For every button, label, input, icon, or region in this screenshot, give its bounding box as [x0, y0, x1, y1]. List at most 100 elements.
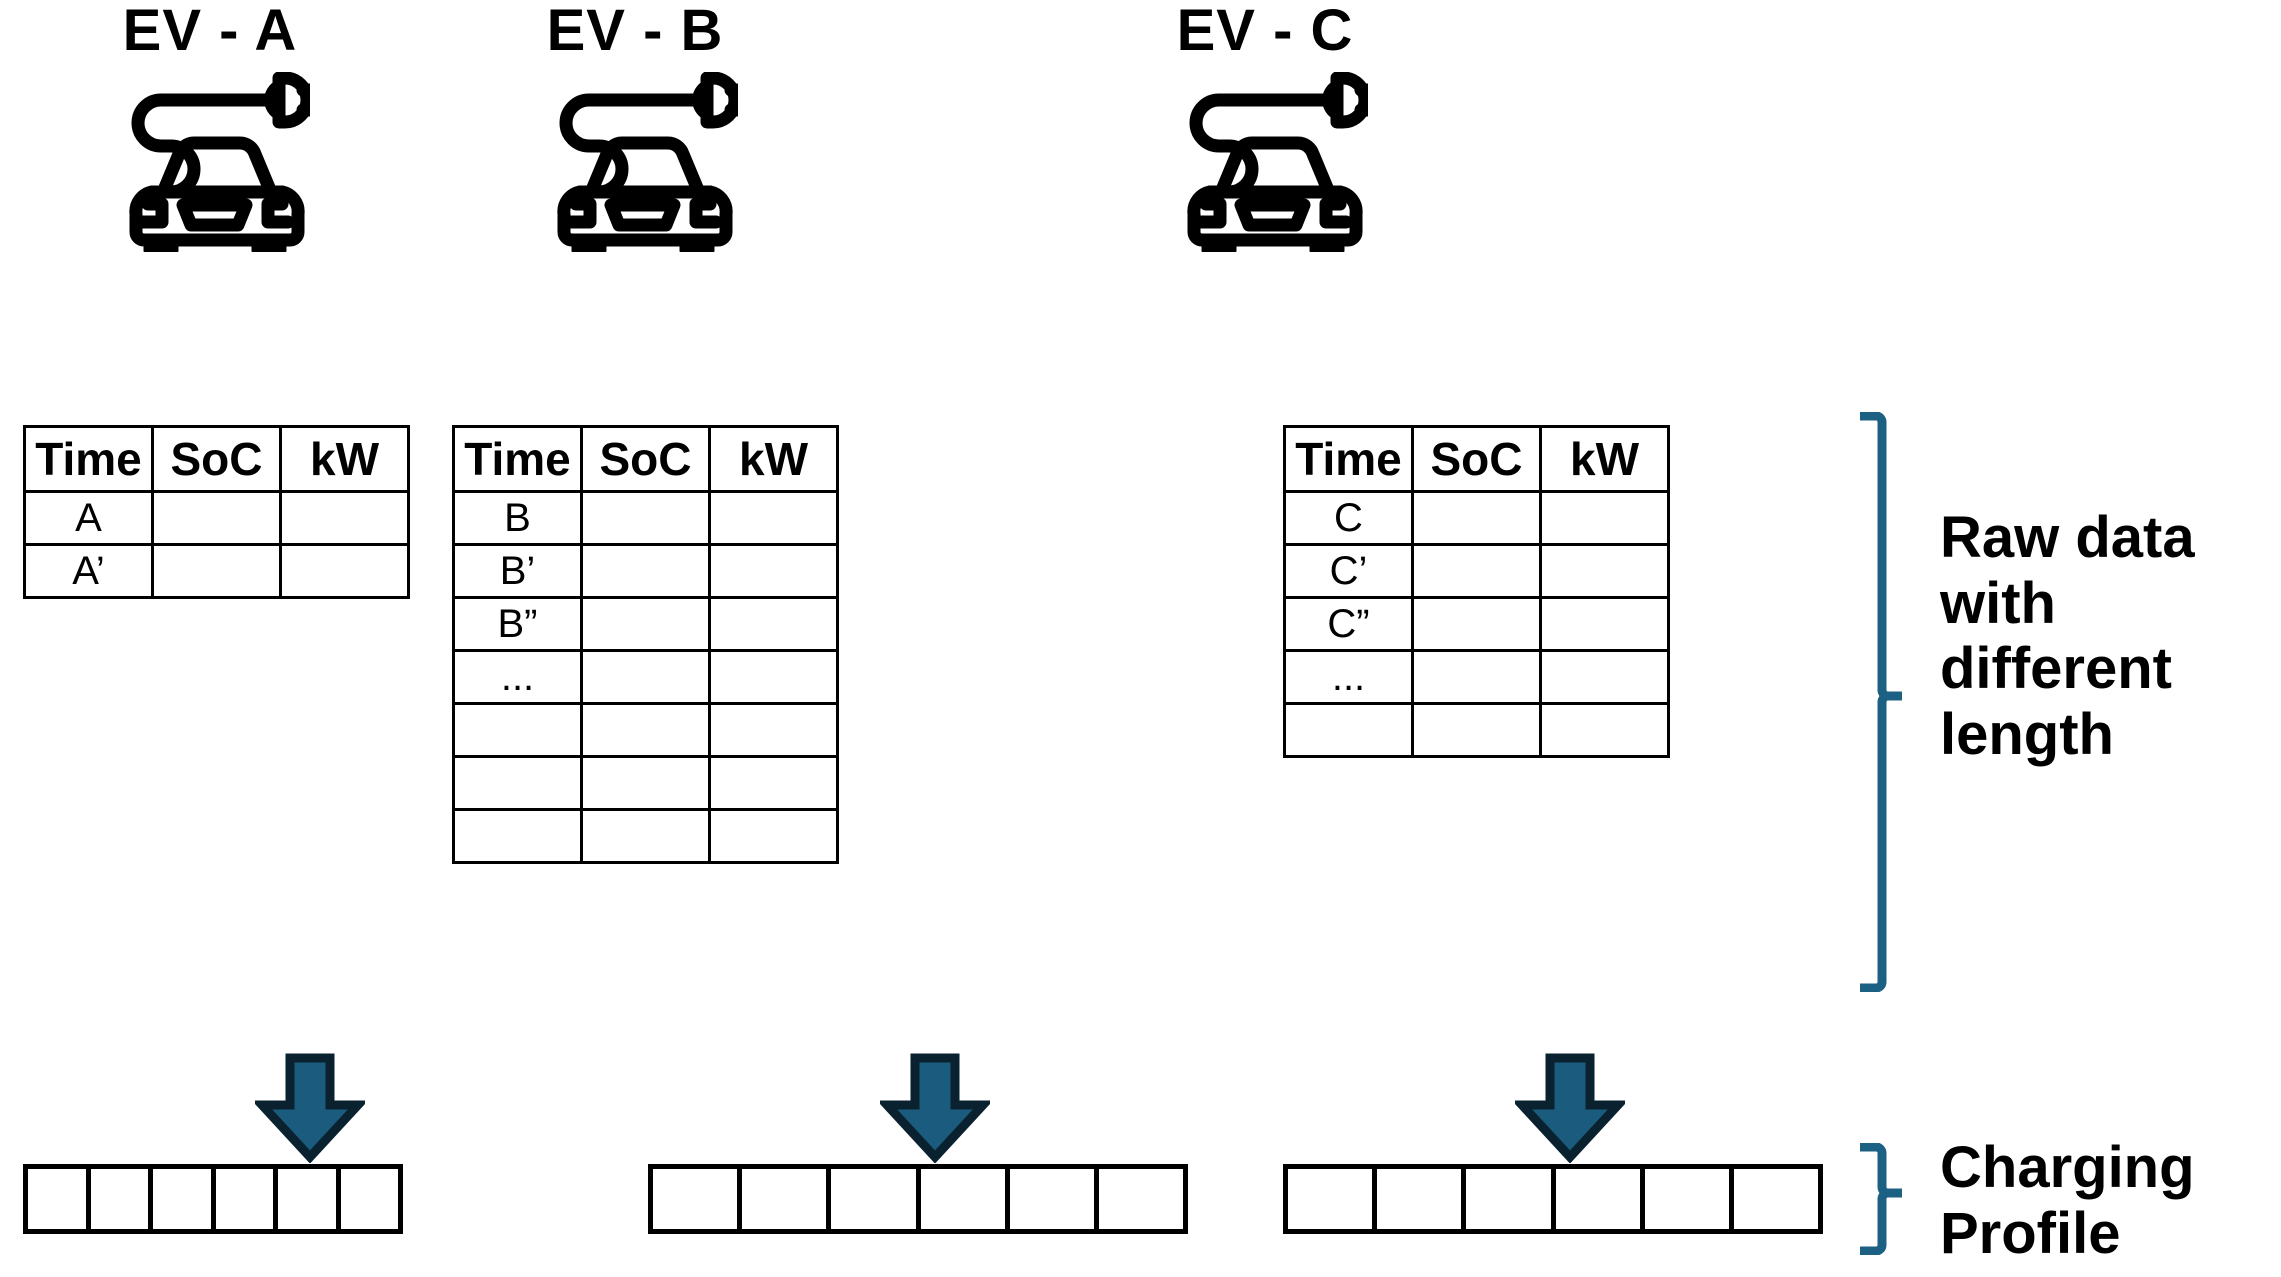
cell-time: A’ — [23, 543, 154, 599]
table-header-row: Time SoC kW — [452, 425, 839, 493]
cell-time: A — [23, 490, 154, 546]
ev-b-raw-table: Time SoC kW B B’ B” ... — [452, 425, 839, 864]
ev-a-raw-table: Time SoC kW A A’ — [23, 425, 410, 599]
profile-cell — [831, 1169, 921, 1229]
profile-cell — [1466, 1169, 1556, 1229]
ev-b-down-arrow — [876, 1053, 994, 1164]
cell-soc — [580, 755, 711, 811]
table-header-row: Time SoC kW — [1283, 425, 1670, 493]
cell-soc — [1411, 596, 1542, 652]
profile-cell — [921, 1169, 1010, 1229]
ev-c-raw-table: Time SoC kW C C’ C” ... — [1283, 425, 1670, 758]
table-row: C’ — [1283, 543, 1670, 599]
cell-kw — [708, 596, 839, 652]
charging-profile-bracket — [1852, 1142, 1922, 1256]
column-header-kw: kW — [279, 425, 410, 493]
ev-c-charging-profile — [1283, 1164, 1823, 1234]
ev-b-charging-profile — [648, 1164, 1188, 1234]
cell-time — [452, 755, 583, 811]
profile-cell — [91, 1169, 153, 1229]
table-row: C” — [1283, 596, 1670, 652]
cell-kw — [279, 543, 410, 599]
column-header-time: Time — [452, 425, 583, 493]
cell-time: C” — [1283, 596, 1414, 652]
profile-cell — [153, 1169, 216, 1229]
ev-c-title: EV - C — [1176, 0, 1354, 63]
profile-cell — [742, 1169, 832, 1229]
column-header-time: Time — [23, 425, 154, 493]
cell-soc — [580, 649, 711, 705]
cell-time: C’ — [1283, 543, 1414, 599]
column-header-soc: SoC — [151, 425, 282, 493]
column-header-kw: kW — [1539, 425, 1670, 493]
cell-soc — [151, 543, 282, 599]
ev-a-down-arrow — [251, 1053, 369, 1164]
ev-b-title: EV - B — [546, 0, 724, 63]
table-row: ... — [452, 649, 839, 705]
cell-time: B’ — [452, 543, 583, 599]
cell-kw — [279, 490, 410, 546]
cell-time — [1283, 702, 1414, 758]
cell-soc — [580, 702, 711, 758]
cell-kw — [1539, 596, 1670, 652]
cell-soc — [580, 490, 711, 546]
ev-a-title: EV - A — [122, 0, 298, 63]
cell-time: B” — [452, 596, 583, 652]
profile-cell — [1377, 1169, 1467, 1229]
profile-cell — [653, 1169, 743, 1229]
column-header-soc: SoC — [580, 425, 711, 493]
profile-cell — [1099, 1169, 1183, 1229]
cell-time: C — [1283, 490, 1414, 546]
table-row — [1283, 702, 1670, 758]
cell-kw — [708, 543, 839, 599]
column-header-kw: kW — [708, 425, 839, 493]
profile-cell — [216, 1169, 278, 1229]
cell-kw — [1539, 543, 1670, 599]
table-row — [452, 702, 839, 758]
cell-soc — [580, 596, 711, 652]
cell-time: ... — [1283, 649, 1414, 705]
profile-cell — [1645, 1169, 1734, 1229]
cell-time — [452, 702, 583, 758]
cell-soc — [580, 543, 711, 599]
cell-soc — [1411, 649, 1542, 705]
cell-time: ... — [452, 649, 583, 705]
cell-kw — [1539, 649, 1670, 705]
cell-soc — [1411, 543, 1542, 599]
profile-cell — [1734, 1169, 1818, 1229]
ev-c-down-arrow — [1511, 1053, 1629, 1164]
table-row: B” — [452, 596, 839, 652]
cell-soc — [580, 808, 711, 864]
cell-time: B — [452, 490, 583, 546]
column-header-time: Time — [1283, 425, 1414, 493]
charging-profile-caption: Charging Profile — [1940, 1135, 2195, 1266]
profile-cell — [1556, 1169, 1645, 1229]
ev-a-charging-profile — [23, 1164, 403, 1234]
table-row: C — [1283, 490, 1670, 546]
cell-kw — [708, 490, 839, 546]
cell-soc — [1411, 702, 1542, 758]
table-row: B’ — [452, 543, 839, 599]
column-header-soc: SoC — [1411, 425, 1542, 493]
cell-kw — [708, 702, 839, 758]
cell-kw — [1539, 702, 1670, 758]
profile-cell — [341, 1169, 399, 1229]
table-row: B — [452, 490, 839, 546]
ev-a-car-icon — [120, 71, 323, 257]
profile-cell — [1010, 1169, 1099, 1229]
table-row: A’ — [23, 543, 410, 599]
cell-time — [452, 808, 583, 864]
cell-kw — [708, 755, 839, 811]
table-header-row: Time SoC kW — [23, 425, 410, 493]
ev-c-car-icon — [1178, 71, 1381, 257]
cell-kw — [1539, 490, 1670, 546]
cell-kw — [708, 649, 839, 705]
cell-soc — [151, 490, 282, 546]
profile-cell — [1288, 1169, 1378, 1229]
table-row: ... — [1283, 649, 1670, 705]
cell-kw — [708, 808, 839, 864]
table-row: A — [23, 490, 410, 546]
profile-cell — [278, 1169, 341, 1229]
table-row — [452, 755, 839, 811]
